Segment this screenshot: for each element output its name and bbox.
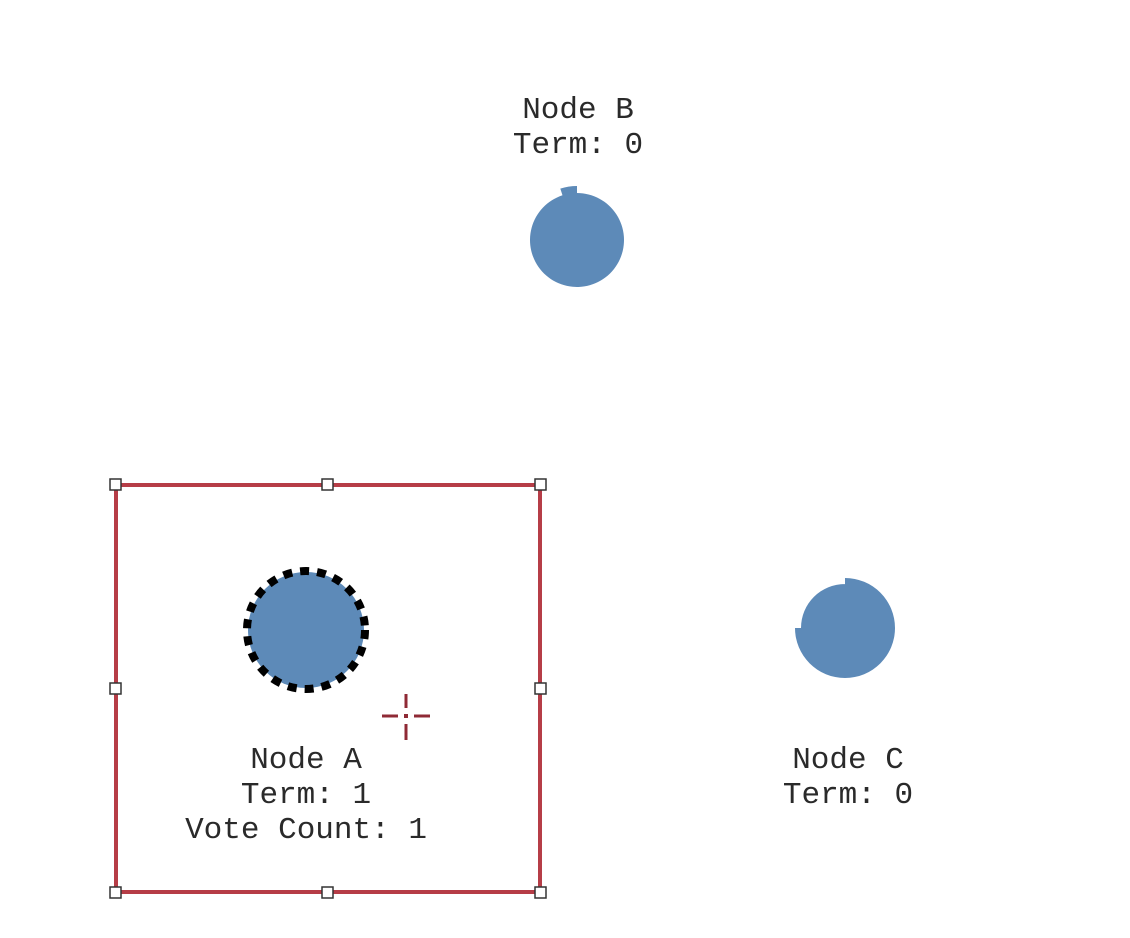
- resize-handle-top-right[interactable]: [534, 478, 547, 491]
- resize-handle-right[interactable]: [534, 682, 547, 695]
- node-b[interactable]: Node B Term: 0: [513, 93, 643, 287]
- node-b-name: Node B: [522, 93, 634, 128]
- node-a[interactable]: Node A Term: 1 Vote Count: 1: [185, 567, 427, 848]
- resize-handle-top-left[interactable]: [109, 478, 122, 491]
- resize-handle-top[interactable]: [321, 478, 334, 491]
- node-a-term: Term: 1: [241, 778, 371, 813]
- node-b-circle[interactable]: [530, 186, 624, 287]
- resize-handle-left[interactable]: [109, 682, 122, 695]
- resize-handle-bottom-right[interactable]: [534, 886, 547, 899]
- node-c-name: Node C: [792, 743, 904, 778]
- node-a-name: Node A: [250, 743, 362, 778]
- resize-handle-bottom[interactable]: [321, 886, 334, 899]
- node-c[interactable]: Node C Term: 0: [783, 578, 913, 813]
- node-c-circle[interactable]: [795, 578, 895, 678]
- resize-handle-bottom-left[interactable]: [109, 886, 122, 899]
- crosshair-move-cursor-icon: [382, 694, 430, 740]
- selection-box[interactable]: [109, 478, 547, 899]
- node-a-vote-count: Vote Count: 1: [185, 813, 427, 848]
- node-a-circle[interactable]: [248, 572, 364, 688]
- node-c-term: Term: 0: [783, 778, 913, 813]
- node-b-term: Term: 0: [513, 128, 643, 163]
- node-a-candidate-outline: [243, 567, 369, 693]
